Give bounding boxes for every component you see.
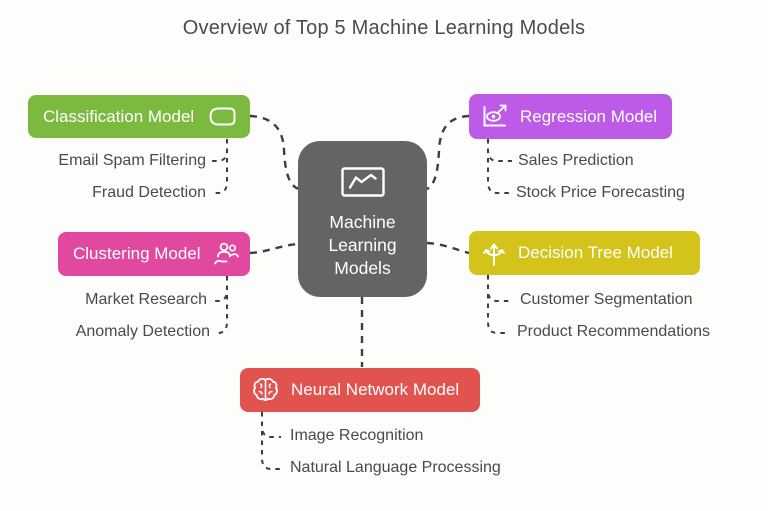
connector-stock-price-forecasting	[487, 139, 509, 194]
center-node-label: Machine Learning Models	[328, 212, 397, 279]
connector-center-decision-tree	[426, 241, 470, 255]
leaf-natural-language-processing: Natural Language Processing	[290, 459, 501, 476]
connector-anomaly-detection	[214, 276, 228, 334]
branching-arrows-icon	[483, 243, 505, 266]
connector-regression-center	[426, 114, 470, 191]
node-decision-tree-model: Decision Tree Model	[469, 231, 700, 275]
people-group-icon	[214, 242, 239, 265]
scatter-eye-trend-icon	[483, 104, 507, 127]
leaf-product-recommendations: Product Recommendations	[517, 323, 710, 340]
connector-email-spam-filtering	[209, 139, 228, 162]
tag-icon	[209, 107, 236, 126]
node-label: Clustering Model	[73, 244, 201, 263]
leaf-fraud-detection: Fraud Detection	[92, 184, 206, 201]
page-title: Overview of Top 5 Machine Learning Model…	[182, 17, 586, 39]
connector-market-research	[210, 276, 228, 302]
leaf-anomaly-detection: Anomaly Detection	[75, 323, 210, 340]
node-label: Classification Model	[43, 106, 195, 126]
connectors	[209, 114, 512, 470]
connector-clustering-center	[249, 242, 300, 255]
leaf-email-spam-filtering: Email Spam Filtering	[58, 152, 206, 169]
node-regression-model: Regression Model	[469, 94, 672, 139]
connector-image-recognition	[261, 412, 281, 438]
leaf-market-research: Market Research	[85, 291, 207, 308]
node-machine-learning-models: Machine Learning Models	[298, 141, 427, 297]
leaf-image-recognition: Image Recognition	[290, 427, 424, 444]
node-label: Neural Network Model	[291, 380, 460, 399]
connector-customer-segmentation	[487, 275, 512, 302]
line-chart-icon	[340, 167, 385, 197]
node-label: Decision Tree Model	[518, 243, 673, 262]
brain-icon	[253, 377, 278, 401]
connector-natural-language-processing	[261, 412, 281, 470]
leaf-customer-segmentation: Customer Segmentation	[520, 291, 693, 308]
leaf-stock-price-forecasting: Stock Price Forecasting	[516, 184, 685, 201]
connector-sales-prediction	[487, 139, 512, 162]
connector-classification-center	[249, 114, 300, 191]
node-neural-network-model: Neural Network Model	[240, 368, 480, 412]
connector-product-recommendations	[487, 275, 509, 334]
leaf-sales-prediction: Sales Prediction	[518, 152, 634, 169]
connector-fraud-detection	[211, 139, 228, 194]
node-classification-model: Classification Model	[28, 95, 250, 138]
node-clustering-model: Clustering Model	[58, 232, 250, 276]
node-label: Regression Model	[520, 106, 658, 126]
